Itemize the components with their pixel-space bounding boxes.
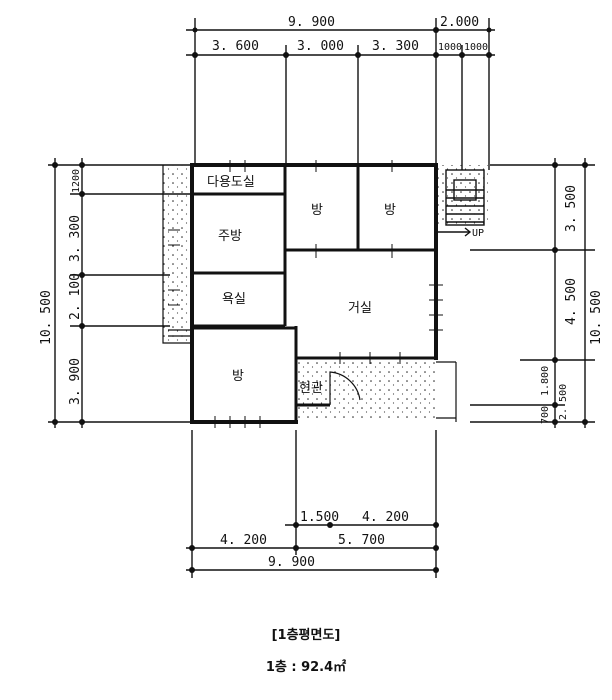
door-marks	[168, 160, 443, 428]
plan-title: [1층평면도]	[271, 628, 341, 643]
dim-left-1200: 1200	[71, 169, 82, 193]
exterior-paving	[163, 165, 488, 420]
dim-top-1000a: 1000	[438, 42, 462, 53]
left-dimension-lines	[48, 158, 190, 428]
left-dimension-ticks	[52, 162, 85, 425]
right-dimension-ticks	[552, 162, 588, 425]
exterior-lines	[162, 165, 457, 422]
dim-top-1000b: 1000	[464, 42, 488, 53]
dim-left-3300: 3. 300	[68, 215, 83, 262]
dim-right-700: 700	[540, 406, 551, 424]
dim-bottom-4200-right: 4. 200	[362, 510, 409, 525]
dim-right-2500: 2. 500	[558, 384, 569, 420]
dim-left-2100: 2. 100	[68, 273, 83, 320]
room-bath-label: 욕실	[222, 292, 246, 307]
dim-top-total: 9. 900	[288, 15, 335, 30]
stair-up-label: UP	[472, 228, 484, 239]
room-living-label: 거실	[348, 301, 372, 316]
bottom-dimension-ticks	[189, 522, 439, 573]
exterior-walls	[190, 163, 438, 424]
entry-door-swing	[329, 371, 361, 405]
room-2-label: 방	[384, 203, 396, 218]
dim-bottom-4200-left: 4. 200	[220, 533, 267, 548]
dim-right-3500: 3. 500	[564, 185, 579, 232]
dim-left-3900: 3. 900	[68, 358, 83, 405]
interior-walls	[192, 165, 436, 422]
floor-area: 1층 : 92.4㎡	[265, 660, 347, 675]
dim-right-total: 10. 500	[589, 290, 604, 345]
dim-left-total: 10. 500	[39, 290, 54, 345]
bottom-dimension-lines	[186, 430, 437, 578]
right-dimension-lines	[470, 158, 595, 428]
room-3-label: 방	[232, 369, 244, 384]
dim-top-3600: 3. 600	[212, 39, 259, 54]
dim-bottom-1500: 1.500	[300, 510, 339, 525]
dim-top-right: 2.000	[440, 15, 479, 30]
room-kitchen-label: 주방	[218, 229, 242, 244]
staircase	[436, 169, 485, 237]
top-dimension-ticks	[192, 27, 492, 58]
top-dimension-lines	[186, 18, 495, 170]
room-1-label: 방	[311, 203, 323, 218]
dim-right-4500: 4. 500	[564, 278, 579, 325]
dim-bottom-total: 9. 900	[268, 555, 315, 570]
room-entry-label: 현관	[299, 381, 323, 396]
room-utility-label: 다용도실	[207, 175, 255, 190]
dim-top-3300: 3. 300	[372, 39, 419, 54]
dim-bottom-5700: 5. 700	[338, 533, 385, 548]
dim-right-1800: 1.800	[540, 366, 551, 396]
dim-top-3000: 3. 000	[297, 39, 344, 54]
